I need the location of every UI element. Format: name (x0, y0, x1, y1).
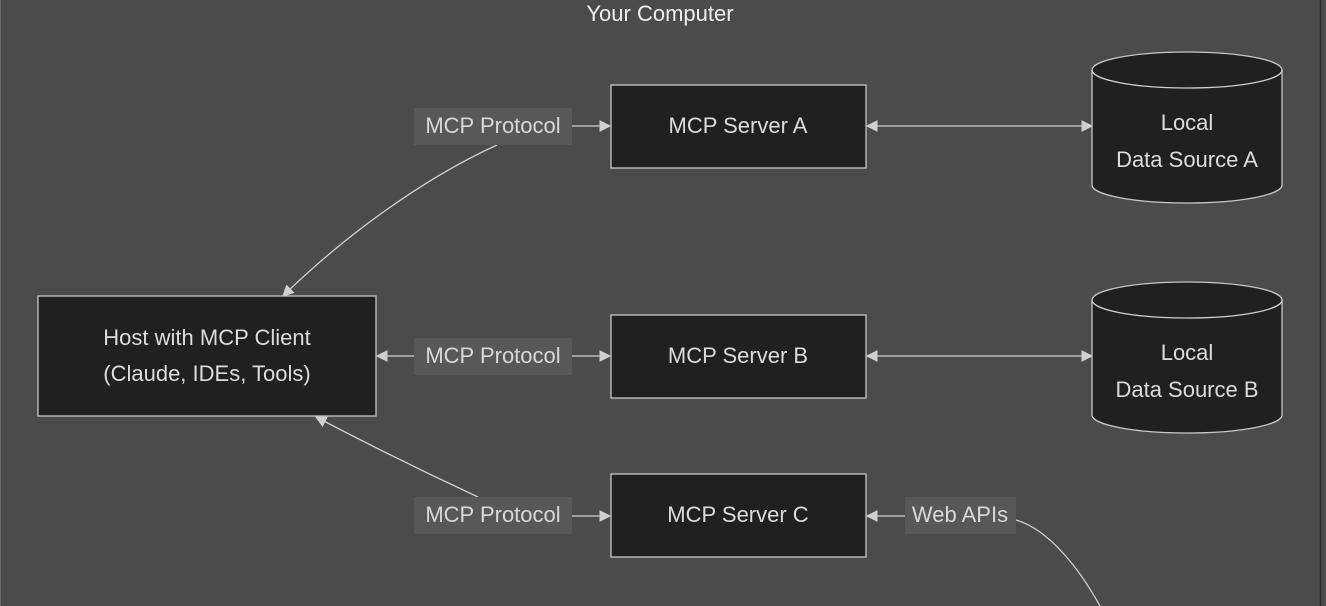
edge-label-web-apis: Web APIs (905, 497, 1016, 534)
server-a-label: MCP Server A (669, 113, 808, 138)
edge-label-text: MCP Protocol (425, 113, 560, 138)
node-server-a[interactable]: MCP Server A (610, 84, 867, 169)
node-host[interactable]: Host with MCP Client (Claude, IDEs, Tool… (37, 295, 377, 417)
data-b-label-line1: Local (1161, 340, 1214, 365)
host-label-line2: (Claude, IDEs, Tools) (103, 361, 310, 386)
edge-host-to-server-c (314, 416, 479, 498)
database-cylinder-icon (1091, 51, 1283, 204)
edge-web-apis-curve (1015, 519, 1101, 606)
edge-label-text: Web APIs (912, 502, 1008, 527)
host-label-line1: Host with MCP Client (103, 325, 310, 350)
server-c-label: MCP Server C (667, 502, 809, 527)
subgraph-title: Your Computer (586, 1, 733, 26)
node-server-b[interactable]: MCP Server B (610, 314, 867, 399)
data-a-label-line1: Local (1161, 110, 1214, 135)
data-a-label-line2: Data Source A (1116, 147, 1258, 172)
edge-label-host-c: MCP Protocol (414, 497, 572, 534)
edge-host-to-server-a (282, 144, 498, 297)
edge-label-text: MCP Protocol (425, 343, 560, 368)
edge-label-host-a: MCP Protocol (414, 108, 572, 145)
edge-label-text: MCP Protocol (425, 502, 560, 527)
node-data-source-a[interactable]: Local Data Source A (1091, 51, 1283, 204)
node-server-c[interactable]: MCP Server C (610, 473, 867, 558)
database-cylinder-icon (1091, 281, 1283, 434)
edge-label-host-b: MCP Protocol (414, 338, 572, 375)
data-b-label-line2: Data Source B (1115, 377, 1258, 402)
server-b-label: MCP Server B (668, 343, 808, 368)
node-data-source-b[interactable]: Local Data Source B (1091, 281, 1283, 434)
edges (282, 120, 1101, 606)
